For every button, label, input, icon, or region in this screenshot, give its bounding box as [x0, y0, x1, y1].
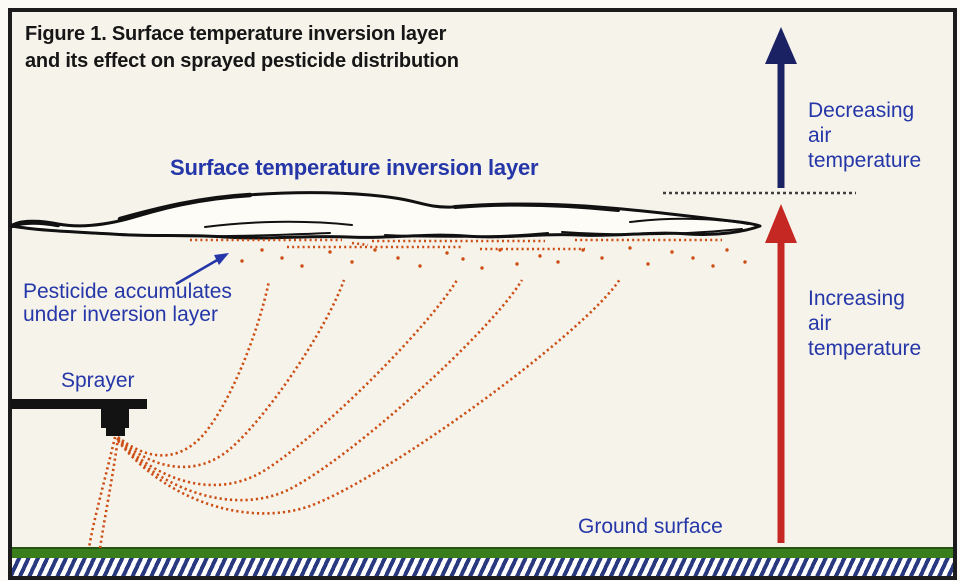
drifting-droplet-dots: [240, 246, 747, 270]
increasing-temperature-arrow-icon: [765, 204, 797, 543]
inversion-layer-cloud-icon: [9, 191, 762, 240]
pesticide-accumulation-dots: [190, 238, 722, 251]
decreasing-temperature-arrow-icon: [765, 27, 797, 188]
increasing-air-temperature-label: Increasing air temperature: [808, 287, 922, 360]
ground-surface-label: Ground surface: [578, 515, 723, 538]
sprayer-icon: [10, 399, 147, 436]
ground-surface-band: [12, 547, 953, 558]
sprayer-label: Sprayer: [61, 369, 135, 392]
pesticide-note-arrow-icon: [175, 253, 229, 286]
inversion-layer-label: Surface temperature inversion layer: [170, 155, 539, 180]
spray-trajectory-curves: [87, 278, 622, 550]
pesticide-accumulates-label: Pesticide accumulates under inversion la…: [23, 280, 232, 326]
soil-hatch-band: [12, 558, 953, 576]
decreasing-air-temperature-label: Decreasing air temperature: [808, 99, 922, 172]
figure-frame: [8, 8, 957, 580]
figure-title: Figure 1. Surface temperature inversion …: [25, 23, 459, 72]
